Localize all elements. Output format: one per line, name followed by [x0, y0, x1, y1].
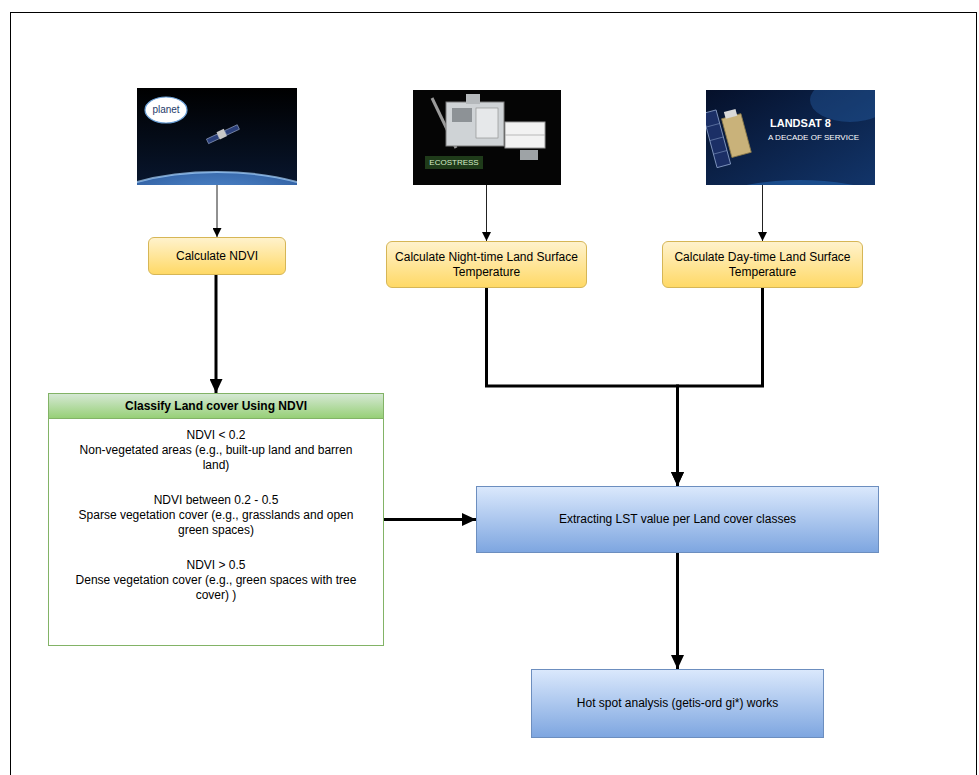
landsat-picture: [706, 90, 875, 185]
class-description: Non-vegetated areas (e.g., built-up land…: [49, 443, 383, 473]
satellite-image: planet: [137, 88, 297, 185]
box-label: Extracting LST value per Land cover clas…: [559, 512, 796, 527]
planet-picture: [137, 88, 297, 185]
flow-arrow: [487, 288, 678, 486]
box-label: Calculate NDVI: [176, 249, 258, 264]
class-description: Sparse vegetation cover (e.g., grassland…: [49, 508, 383, 538]
box-label: Hot spot analysis (getis-ord gi*) works: [577, 696, 778, 711]
classification-box: Classify Land cover Using NDVI NDVI < 0.2…: [48, 393, 384, 646]
process-box: Extracting LST value per Land cover clas…: [476, 486, 879, 553]
satellite-image: ECOSTRESS: [413, 90, 561, 185]
box-label: Calculate Day-time Land Surface Temperat…: [671, 250, 854, 280]
ecostress-picture: [413, 90, 561, 185]
process-box: Calculate Day-time Land Surface Temperat…: [662, 241, 863, 288]
image-caption: LANDSAT 8: [770, 116, 831, 130]
threshold-rule: NDVI < 0.2: [49, 428, 383, 443]
image-caption: planet: [146, 103, 186, 117]
image-caption: ECOSTRESS: [425, 156, 483, 169]
flow-arrow: [486, 185, 487, 241]
process-box: Hot spot analysis (getis-ord gi*) works: [531, 669, 824, 738]
image-caption: A DECADE OF SERVICE: [768, 132, 859, 143]
flow-arrow: [217, 185, 218, 237]
flow-arrow: [676, 553, 679, 669]
threshold-rule: NDVI > 0.5: [49, 558, 383, 573]
class-description: Dense vegetation cover (e.g., green spac…: [49, 573, 383, 603]
flow-arrow: [215, 275, 218, 393]
flow-arrow: [678, 288, 763, 486]
process-box: Calculate NDVI: [148, 237, 286, 275]
process-box: Calculate Night-time Land Surface Temper…: [386, 241, 587, 288]
threshold-rule: NDVI between 0.2 - 0.5: [49, 493, 383, 508]
box-label: Calculate Night-time Land Surface Temper…: [395, 250, 578, 280]
frame-border: [11, 13, 977, 775]
box-heading: Classify Land cover Using NDVI: [49, 394, 383, 419]
flow-arrow: [384, 518, 476, 521]
flow-arrow: [762, 185, 763, 241]
satellite-image: LANDSAT 8 A DECADE OF SERVICE: [706, 90, 875, 185]
